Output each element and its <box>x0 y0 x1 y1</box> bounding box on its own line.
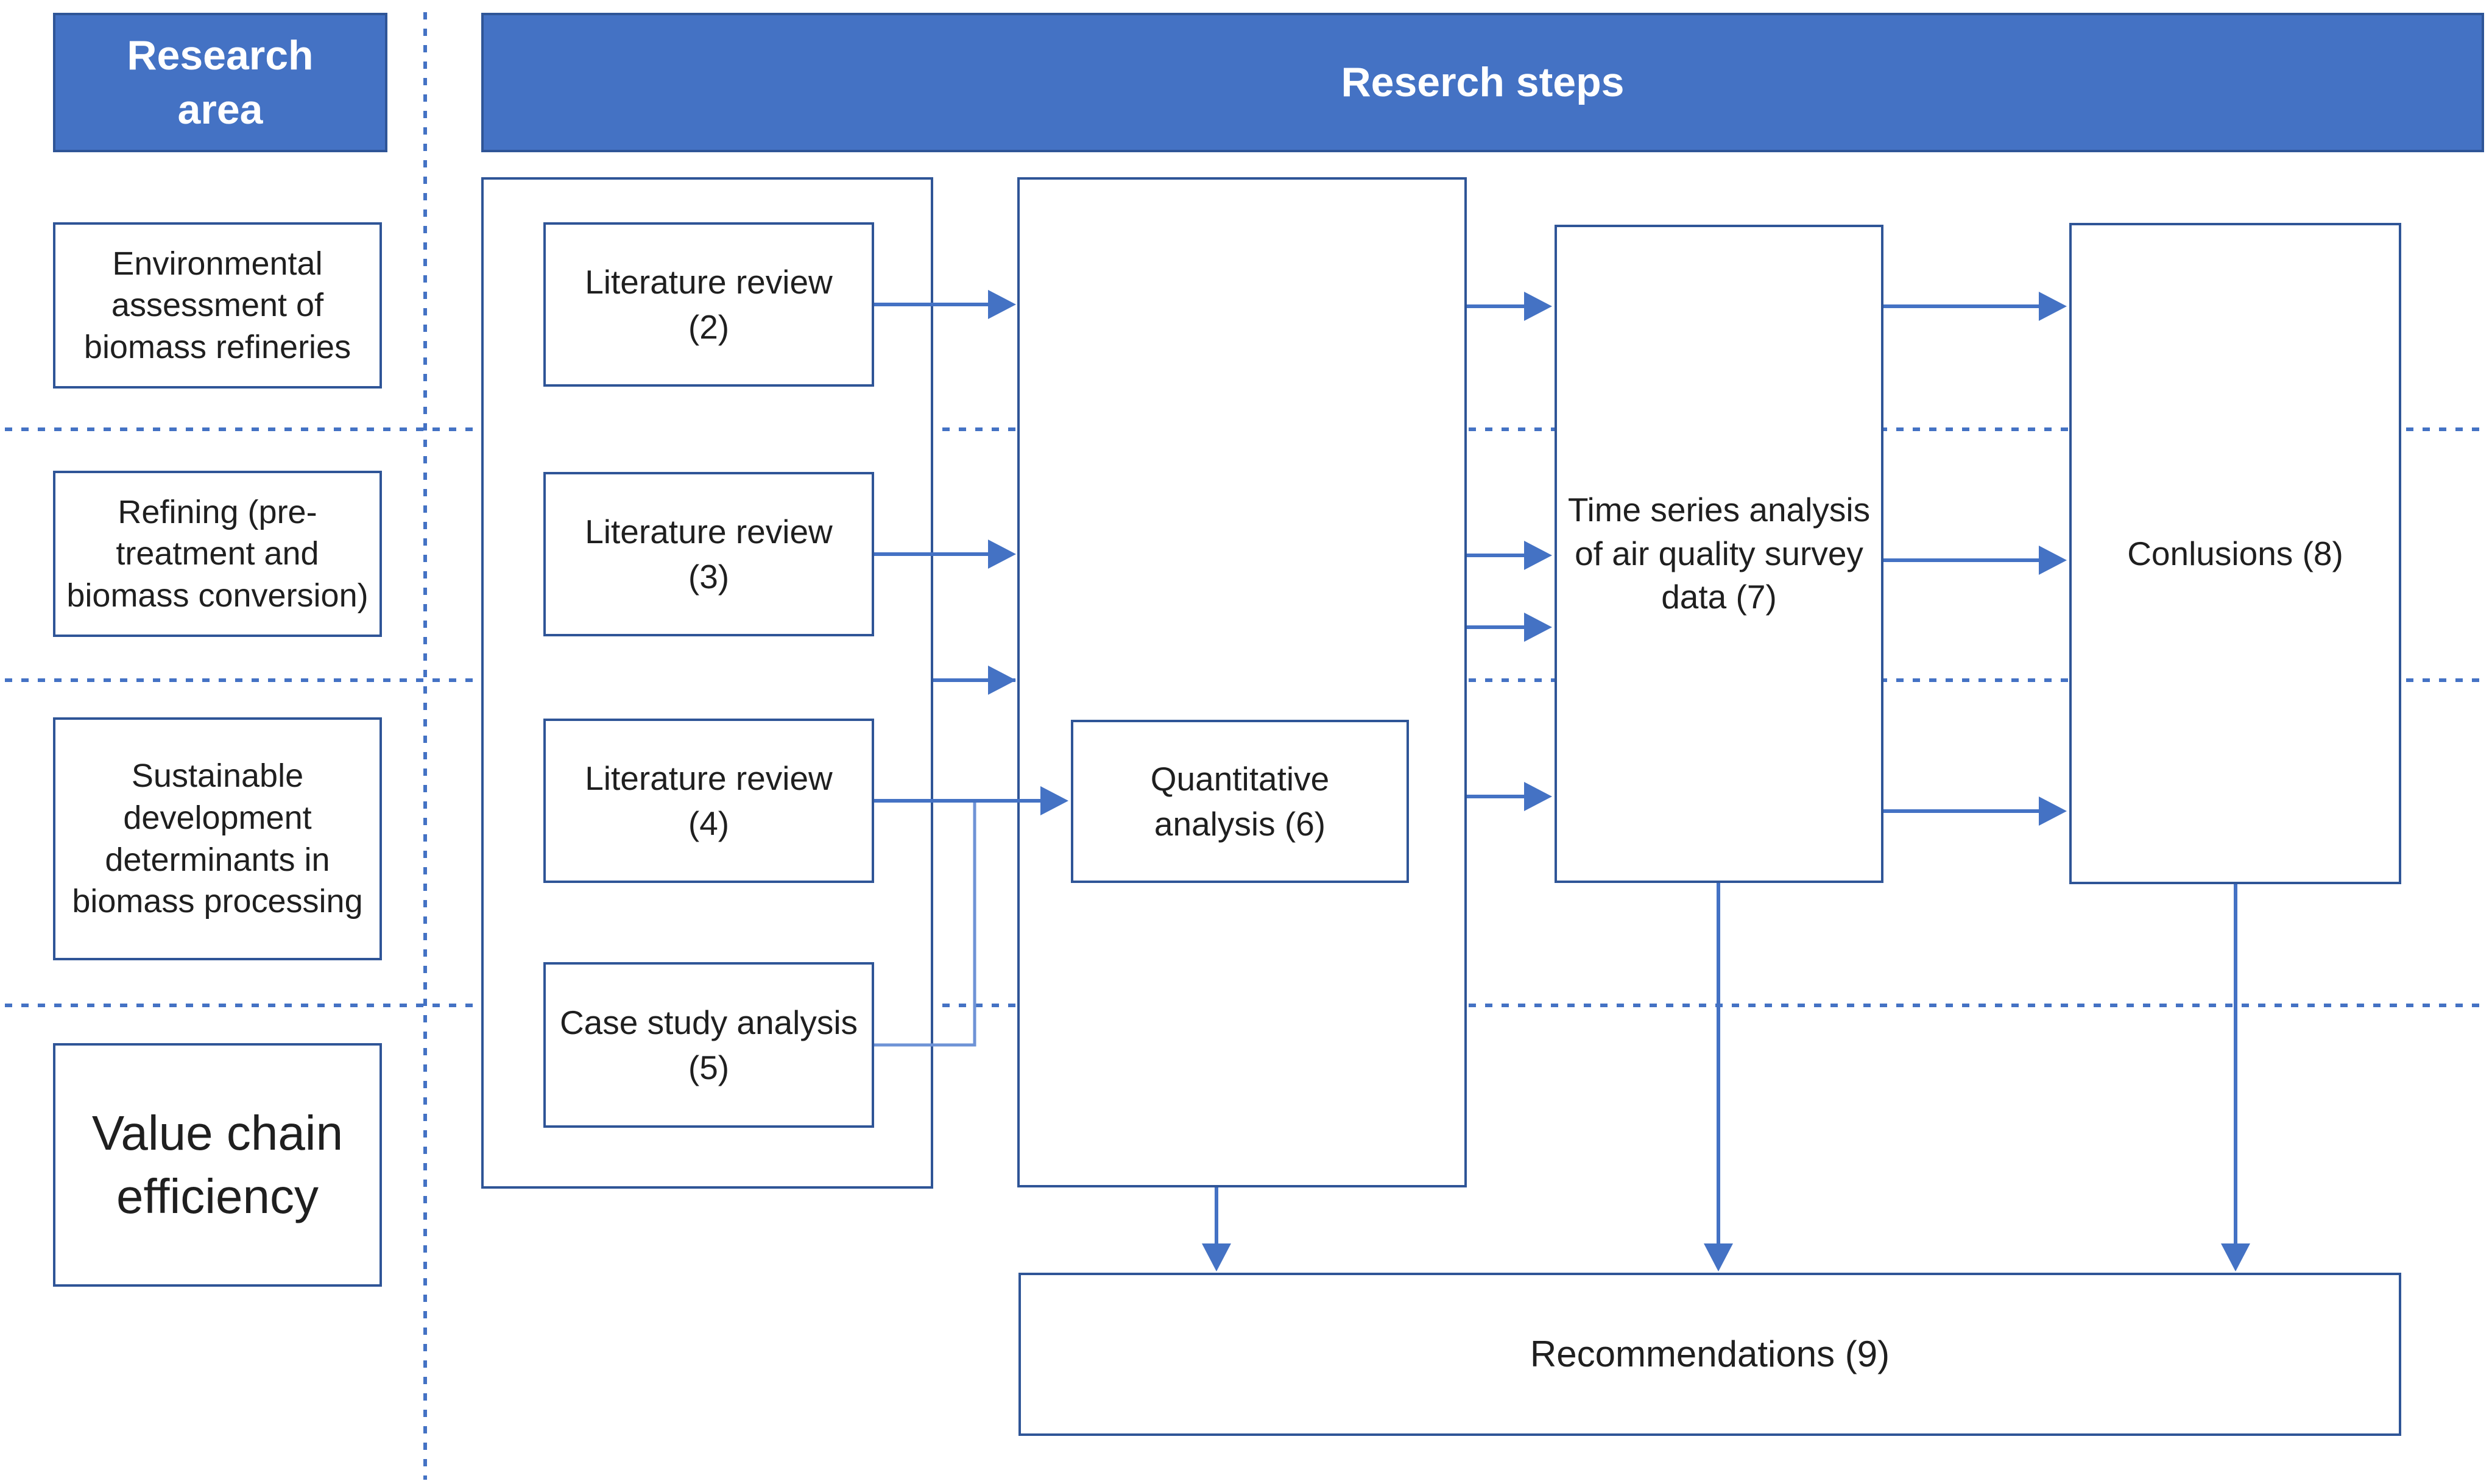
area-box-text-line: efficiency <box>116 1169 319 1223</box>
step-box-quantitative-analysis-6: Quantitative analysis (6) <box>1071 720 1409 883</box>
arrowhead <box>2039 292 2067 321</box>
step-box-text-line: (5) <box>688 1049 730 1086</box>
step-box-case-study-analysis-5: Case study analysis (5) <box>543 962 874 1128</box>
area-box-value-chain-efficiency: Value chain efficiency <box>53 1043 382 1287</box>
arrowhead <box>1524 613 1552 642</box>
area-box-text-line: Value chain <box>91 1106 344 1160</box>
step-box-text-line: Case study analysis <box>559 1003 858 1041</box>
arrowhead <box>1202 1243 1231 1271</box>
arrowhead <box>1524 782 1552 811</box>
step-box-text-line: (3) <box>688 558 730 596</box>
arrowhead <box>1704 1243 1733 1271</box>
step-box-text-line: Literature review <box>585 759 833 797</box>
arrowhead <box>988 290 1016 319</box>
step-box-text-line: analysis (6) <box>1154 805 1326 843</box>
area-box-text-line: determinants in <box>105 841 330 878</box>
step-box-text-line: (2) <box>688 308 730 346</box>
area-box-sustainable-development: Sustainable development determinants in … <box>53 717 382 960</box>
area-box-text-line: Refining (pre- <box>118 493 317 530</box>
research-area-header-line: area <box>177 86 263 133</box>
step-box-text-line: data (7) <box>1661 578 1777 616</box>
step-box-text-line: Recommendations (9) <box>1530 1334 1890 1374</box>
arrowhead <box>1524 292 1552 321</box>
area-box-text-line: biomass refineries <box>83 328 351 365</box>
area-box-text-line: biomass conversion) <box>66 577 369 614</box>
step-box-literature-review-3: Literature review (3) <box>543 472 874 636</box>
step-box-conclusions-8: Conlusions (8) <box>2069 223 2401 884</box>
arrowhead <box>2039 546 2067 575</box>
step-box-text-line: (4) <box>688 804 730 842</box>
arrowhead <box>2221 1243 2250 1271</box>
arrowhead <box>1524 541 1552 570</box>
research-area-header-line: Research <box>127 32 314 79</box>
step-box-text-line: Literature review <box>585 512 833 550</box>
step-box-literature-review-2: Literature review (2) <box>543 222 874 387</box>
step-box-text-line: Time series analysis <box>1567 491 1871 529</box>
research-area-header: Research area <box>53 13 387 152</box>
step-box-text-line: Literature review <box>585 262 833 301</box>
area-box-text-line: development <box>123 799 312 836</box>
area-box-refining: Refining (pre- treatment and biomass con… <box>53 471 382 637</box>
step-box-time-series-analysis-7: Time series analysis of air quality surv… <box>1555 225 1883 883</box>
container-quantitative-analysis <box>1017 177 1467 1187</box>
research-steps-header-label: Reserch steps <box>1341 59 1625 106</box>
arrowhead <box>988 666 1016 695</box>
area-box-text-line: treatment and <box>116 535 319 572</box>
area-box-text-line: Environmental <box>112 245 323 282</box>
step-box-literature-review-4: Literature review (4) <box>543 719 874 883</box>
step-box-text-line: Quantitative <box>1150 759 1330 798</box>
area-box-text-line: Sustainable <box>131 758 304 795</box>
step-box-text-line: Conlusions (8) <box>2127 534 2343 572</box>
arrowhead <box>2039 797 2067 826</box>
area-box-text-line: assessment of <box>111 287 324 324</box>
arrowhead <box>988 540 1016 569</box>
step-box-text-line: of air quality survey <box>1575 534 1863 572</box>
step-box-recommendations-9: Recommendations (9) <box>1018 1273 2401 1436</box>
research-steps-header: Reserch steps <box>481 13 2484 152</box>
area-box-environmental-assessment: Environmental assessment of biomass refi… <box>53 222 382 389</box>
area-box-text-line: biomass processing <box>72 883 363 920</box>
